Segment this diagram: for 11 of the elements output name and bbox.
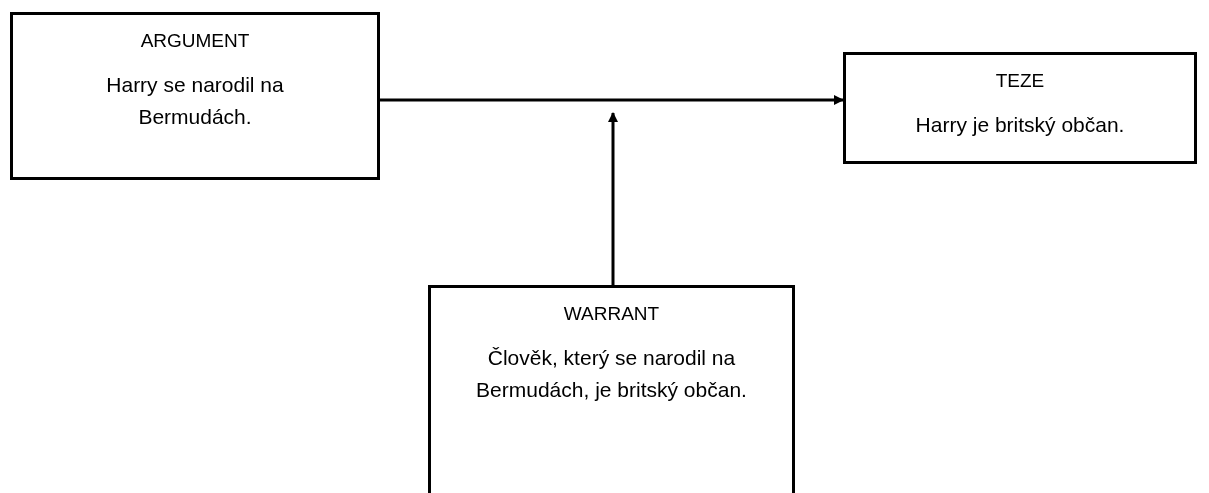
arrow bbox=[380, 95, 844, 105]
text-box bbox=[428, 285, 795, 493]
box-heading: WARRANT bbox=[563, 302, 660, 326]
text-box bbox=[843, 52, 1197, 164]
box-heading: TEZE bbox=[995, 69, 1045, 93]
box-text: Člověk, který se narodil na Bermudách, je britský občan. bbox=[475, 345, 748, 403]
text-box bbox=[10, 12, 380, 180]
box-text: Harry se narodil na Bermudách. bbox=[105, 72, 285, 130]
box-heading: ARGUMENT bbox=[140, 29, 250, 53]
box-text: Harry je britský občan. bbox=[914, 112, 1126, 138]
arrow bbox=[608, 112, 618, 285]
